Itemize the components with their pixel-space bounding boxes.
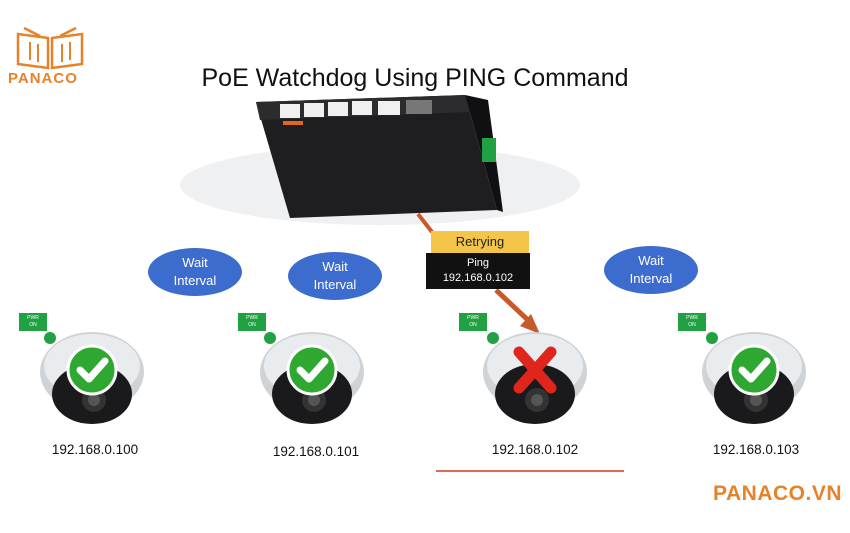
poe-switch-icon bbox=[256, 95, 503, 218]
dome-camera-ok-icon bbox=[702, 332, 806, 424]
ping-label: Ping bbox=[466, 257, 490, 269]
dome-camera-ok-icon bbox=[260, 332, 364, 424]
camera-ip-label: 192.168.0.103 bbox=[712, 442, 800, 457]
logo-text: PANACO bbox=[8, 70, 78, 87]
switch-link-line bbox=[416, 212, 434, 234]
ping-command-box: Ping 192.168.0.102 bbox=[426, 253, 530, 289]
ping-arrow-head bbox=[520, 314, 540, 334]
retrying-status-tag: Retrying bbox=[431, 231, 529, 253]
diagram-title: PoE Watchdog Using PING Command bbox=[201, 64, 629, 92]
panaco-book-logo-icon bbox=[16, 26, 84, 70]
camera-ip-label: 192.168.0.102 bbox=[491, 442, 579, 457]
dome-camera-fail-icon bbox=[483, 332, 587, 424]
dome-camera-ok-icon bbox=[40, 332, 144, 424]
footer-brand: PANACO.VN bbox=[713, 482, 842, 505]
ping-target-ip: 192.168.0.102 bbox=[442, 272, 514, 284]
ping-arrow-line bbox=[494, 288, 532, 324]
camera-ip-label: 192.168.0.101 bbox=[272, 444, 360, 459]
camera-ip-label: 192.168.0.100 bbox=[51, 442, 139, 457]
failed-camera-underline bbox=[436, 470, 624, 472]
